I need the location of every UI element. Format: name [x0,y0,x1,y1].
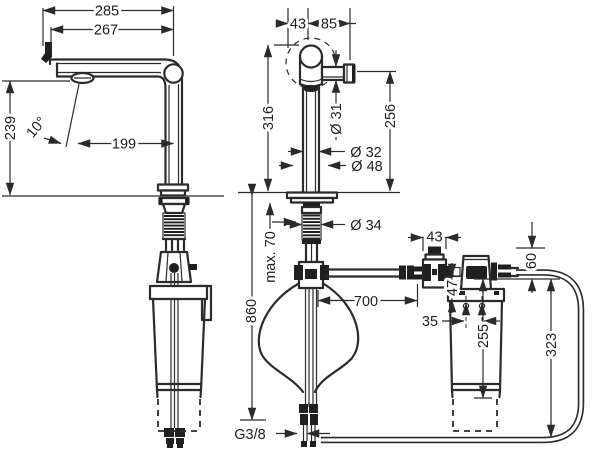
side-base-plate [156,183,190,197]
dim-max70-label: max. 70 [263,231,279,283]
side-filter-cup [148,284,213,432]
filter-unit [408,222,560,438]
front-tee-connector [294,260,329,290]
dimension-700 [317,284,419,307]
filter-cartridge [446,287,506,432]
dimension-43-85 [275,8,356,60]
side-view [2,6,224,448]
dimension-max70 [265,202,297,231]
dim-256-label: 256 [383,104,399,128]
dimension-47 [444,263,461,313]
side-thread-hatch [164,215,184,237]
front-view [238,8,425,447]
side-mounting-shank [155,196,197,284]
hose-loop [321,269,585,444]
side-pivot [169,263,179,273]
dim-700-label: 700 [354,294,378,310]
dim-85-label: 85 [321,17,337,33]
side-spout-nozzle [41,42,52,63]
dim-d34-label: Ø 34 [350,218,381,234]
dim-60-label: 60 [524,253,540,269]
front-handle [298,44,324,92]
dimension-316 [263,44,299,192]
dim-43-filter-label: 43 [426,230,442,246]
dim-285-label: 285 [95,4,119,20]
dim-199-label: 199 [112,137,136,153]
dim-239-label: 239 [3,116,19,140]
front-hose-loops [257,282,360,407]
dimension-256 [357,70,396,192]
dimension-60 [516,222,545,293]
front-shank [300,202,323,264]
dimension-239 [2,80,70,196]
dim-43-top-label: 43 [290,17,306,33]
dim-g38-label: G3/8 [234,427,265,443]
front-spout [320,63,356,84]
dim-323-label: 323 [544,333,560,357]
front-thread-hatch [303,214,320,240]
dim-d31-label: Ø 31 [329,103,345,134]
dim-35-label: 35 [422,314,438,330]
dim-316-label: 316 [261,106,277,130]
dimension-267 [50,25,175,52]
front-body-column [301,83,321,195]
cartridge-ports [461,296,487,330]
dimension-labels: 285 267 239 10° 199 43 85 316 Ø 31 256 Ø… [0,1,563,447]
dimension-angle-10 [43,83,80,148]
dim-860-label: 860 [244,299,260,323]
dim-d32-label: Ø 32 [350,145,381,161]
dim-255-label: 255 [476,324,492,348]
dim-10deg-label: 10° [24,114,50,141]
side-mounting-screw [189,264,197,270]
side-elbow-joint [163,63,184,84]
dim-47-label: 47 [445,280,461,296]
dimension-43-filter [408,233,461,251]
supply-tails [299,404,318,447]
dim-267-label: 267 [94,23,118,39]
dim-d48-label: Ø 48 [351,159,382,175]
connection-pipe [325,265,425,280]
dimension-255 [474,278,560,399]
front-base-plate [285,191,339,204]
dimension-860 [240,183,266,421]
side-spout-arm [41,42,184,187]
filter-head [459,254,520,292]
